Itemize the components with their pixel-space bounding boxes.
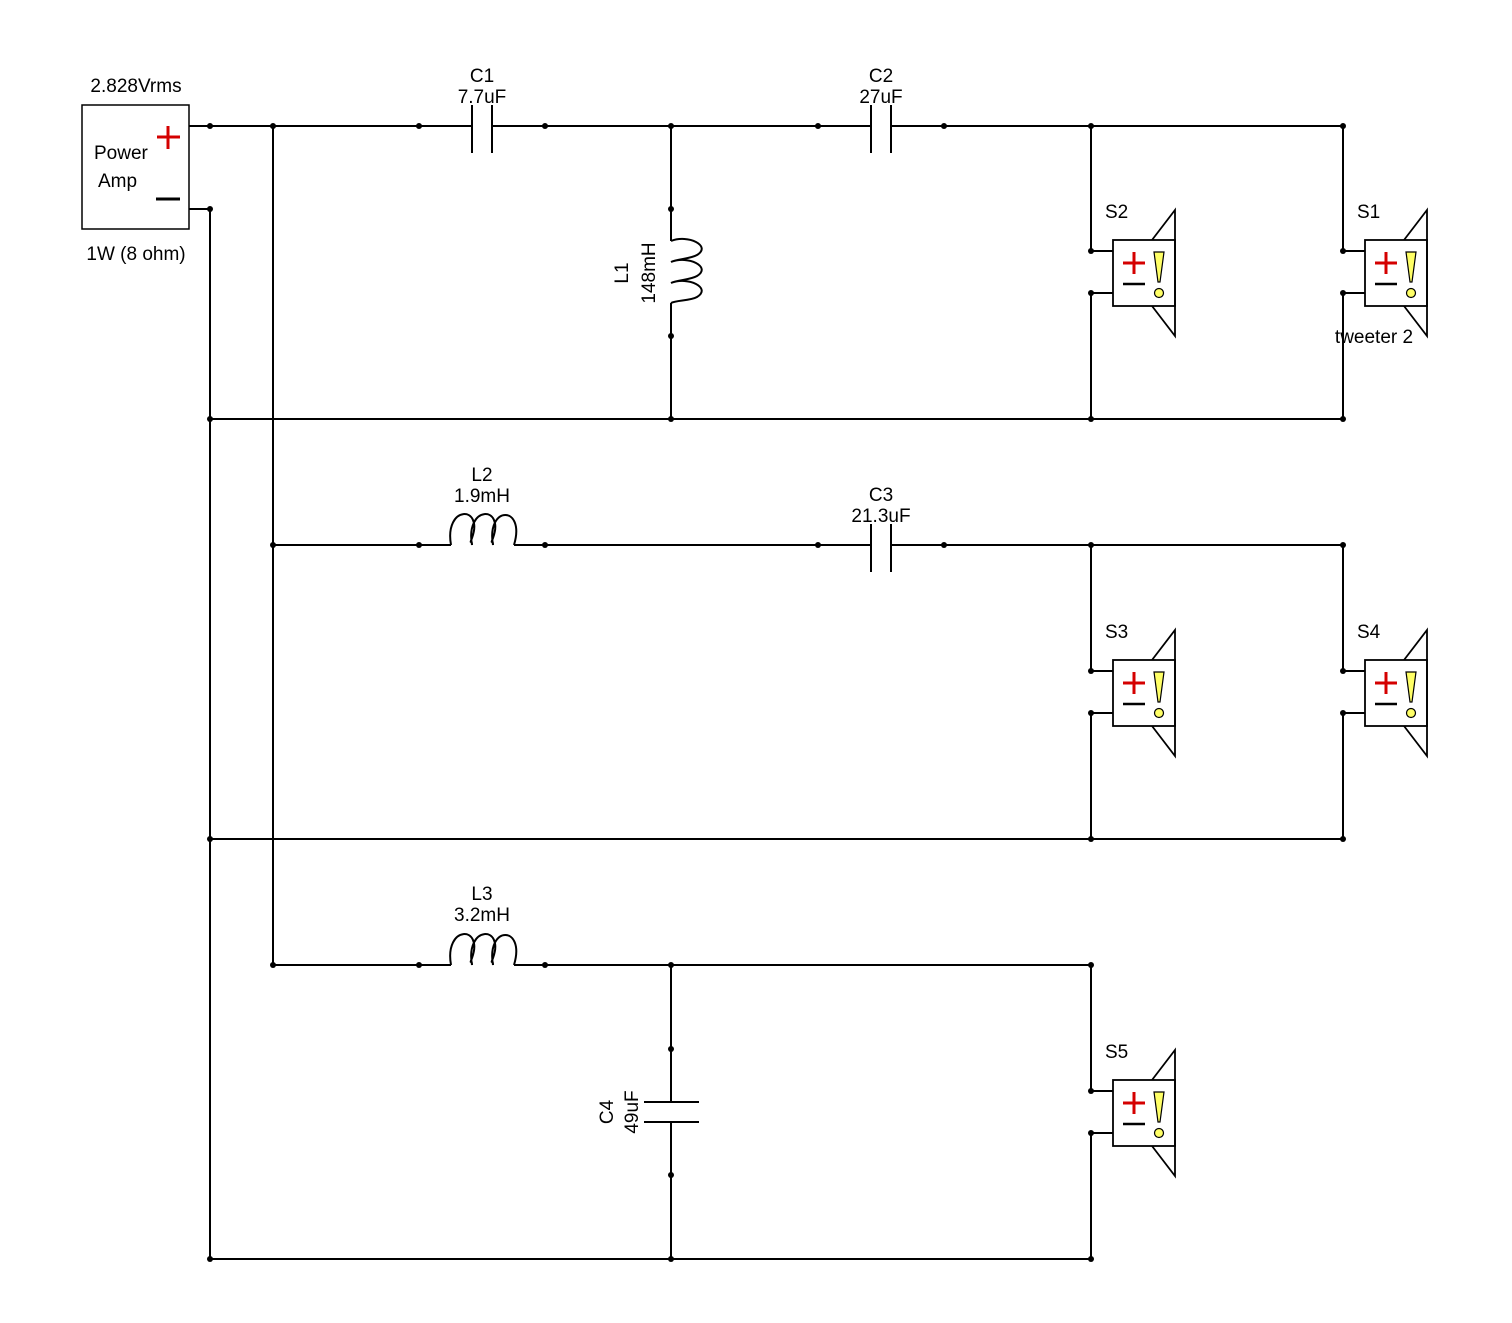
l3-name: L3 <box>471 884 492 905</box>
c1-value: 7.7uF <box>458 87 507 108</box>
capacitor-c4: C4 49uF <box>597 1049 699 1175</box>
c2-name: C2 <box>869 66 893 87</box>
inductor-l1: L1 148mH <box>612 209 703 336</box>
speaker-s2 <box>1112 207 1176 339</box>
l2-name: L2 <box>471 465 492 486</box>
c2-value: 27uF <box>859 87 902 108</box>
junction-nodes <box>207 123 1346 1262</box>
s4-label: S4 <box>1357 622 1381 643</box>
c4-name: C4 <box>597 1099 618 1124</box>
inductor-l2: L2 1.9mH <box>419 465 545 546</box>
c3-value: 21.3uF <box>851 506 910 527</box>
plus-icon <box>157 126 180 149</box>
s5-label: S5 <box>1105 1042 1128 1063</box>
l1-name: L1 <box>612 262 633 283</box>
capacitor-c3: C3 21.3uF <box>818 485 944 572</box>
amp-power-rating: 1W (8 ohm) <box>86 244 185 265</box>
capacitor-c2: C2 27uF <box>818 66 944 153</box>
inductor-l3: L3 3.2mH <box>419 884 545 966</box>
s1-note: tweeter 2 <box>1335 327 1413 348</box>
c3-name: C3 <box>869 485 893 506</box>
s3-label: S3 <box>1105 622 1128 643</box>
s2-label: S2 <box>1105 202 1128 223</box>
wires <box>189 125 1365 1260</box>
l2-value: 1.9mH <box>454 486 510 507</box>
c1-name: C1 <box>470 66 494 87</box>
amp-label-amp: Amp <box>98 171 137 192</box>
amp-label-power: Power <box>94 143 149 164</box>
c4-value: 49uF <box>622 1090 643 1133</box>
speaker-s3 <box>1112 627 1176 759</box>
amp-voltage: 2.828Vrms <box>90 76 181 97</box>
speaker-s1 <box>1364 207 1428 339</box>
speaker-s4 <box>1364 627 1428 759</box>
capacitor-c1: C1 7.7uF <box>419 66 545 153</box>
l1-value: 148mH <box>639 242 660 303</box>
speaker-s5 <box>1112 1047 1176 1179</box>
l3-value: 3.2mH <box>454 905 510 926</box>
power-amp: 2.828Vrms Power Amp 1W (8 ohm) <box>81 76 190 265</box>
s1-label: S1 <box>1357 202 1380 223</box>
